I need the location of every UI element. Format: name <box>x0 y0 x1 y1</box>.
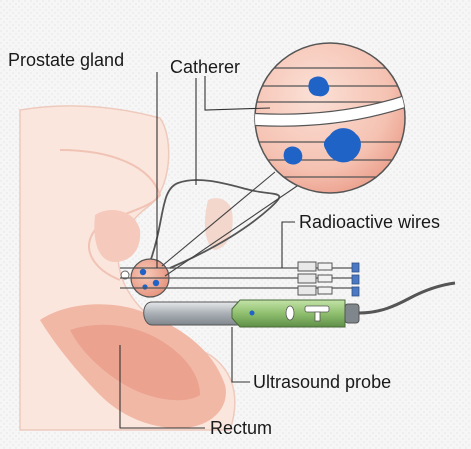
label-radioactive-wires: Radioactive wires <box>299 212 440 232</box>
needle-tip-blue <box>352 275 359 284</box>
label-ultrasound-probe: Ultrasound probe <box>253 372 391 392</box>
label-rectum: Rectum <box>210 418 272 438</box>
label-catheter: Catherer <box>170 57 240 77</box>
seed-dot <box>142 284 147 289</box>
label-prostate-gland: Prostate gland <box>8 50 124 70</box>
seed-dot <box>153 280 159 286</box>
needle-tip-blue <box>352 287 359 296</box>
seed-dot <box>140 269 146 275</box>
needle-tip-blue <box>352 263 359 272</box>
